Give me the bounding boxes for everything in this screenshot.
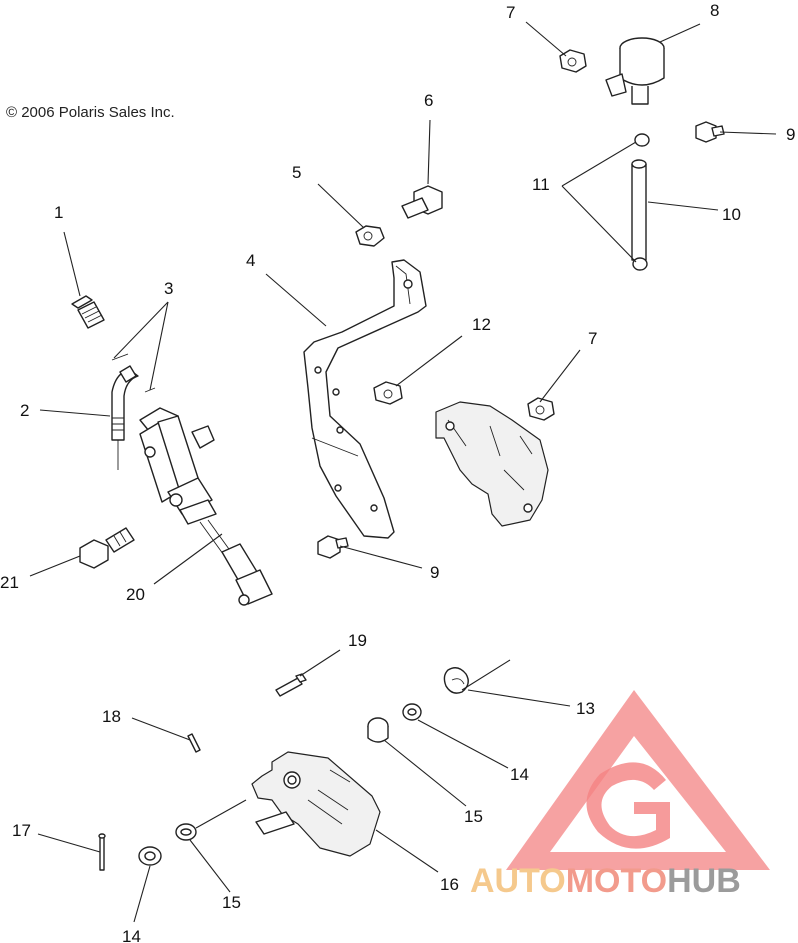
callout-7-top: 7 [506, 3, 515, 22]
callout-10: 10 [722, 205, 741, 224]
callout-17: 17 [12, 821, 31, 840]
callout-2: 2 [20, 401, 29, 420]
watermark-logo: AUTOMOTOHUB [470, 690, 770, 900]
watermark-auto: AUTO [470, 862, 566, 900]
watermark-hub: HUB [667, 862, 741, 900]
part-15-bushing-right [367, 717, 389, 743]
callout-21: 21 [0, 573, 19, 592]
callout-16: 16 [440, 875, 459, 894]
callout-15-left: 15 [222, 893, 241, 912]
part-4-bracket [303, 259, 427, 539]
callout-4: 4 [246, 251, 255, 270]
callout-14-left: 14 [122, 927, 141, 943]
part-21-bolt [79, 527, 135, 569]
part-9-bolt-mid [317, 535, 349, 559]
watermark-text: AUTOMOTOHUB [470, 862, 741, 900]
callout-13: 13 [576, 699, 595, 718]
part-11-clamps [632, 133, 650, 271]
part-10-tube [631, 159, 647, 261]
part-12-nut [373, 381, 403, 405]
part-9-bolt-top [695, 121, 725, 143]
part-17-pin [98, 833, 106, 871]
callout-18: 18 [102, 707, 121, 726]
callout-11: 11 [532, 175, 550, 194]
callout-5: 5 [292, 163, 301, 182]
part-18-cotter-pin [187, 733, 201, 753]
part-5-nut [355, 225, 385, 247]
callout-19: 19 [348, 631, 367, 650]
part-19-pin [275, 673, 307, 697]
part-8-reservoir [605, 37, 665, 105]
callout-7-mid: 7 [588, 329, 597, 348]
callout-20: 20 [126, 585, 145, 604]
callout-12: 12 [472, 315, 491, 334]
part-7-nut-mid [527, 397, 555, 421]
part-1-bolt [71, 295, 105, 329]
watermark-triangle [506, 690, 770, 870]
part-15-bushing-left [175, 823, 197, 841]
callout-6: 6 [424, 91, 433, 110]
callout-9-mid: 9 [430, 563, 439, 582]
mount-bracket-part [435, 401, 549, 527]
part-6-bolt [401, 185, 443, 219]
leader-lines [29, 21, 777, 923]
copyright-text: © 2006 Polaris Sales Inc. [6, 104, 175, 121]
callout-14-right: 14 [510, 765, 529, 784]
callout-15-right: 15 [464, 807, 483, 826]
part-2-hose [111, 365, 139, 470]
part-7-nut-top [559, 49, 587, 73]
part-14-washer-left [138, 846, 162, 866]
part-16-pedal [251, 751, 381, 857]
watermark-inner-mark [586, 762, 670, 849]
watermark-moto: MOTO [566, 862, 667, 900]
part-14-washer-right [402, 703, 422, 721]
callout-9-top: 9 [786, 125, 795, 144]
callout-1: 1 [54, 203, 63, 222]
part-20-master-cylinder [139, 407, 273, 606]
callout-8: 8 [710, 1, 719, 20]
callout-3: 3 [164, 279, 173, 298]
part-13-clip [443, 667, 469, 694]
